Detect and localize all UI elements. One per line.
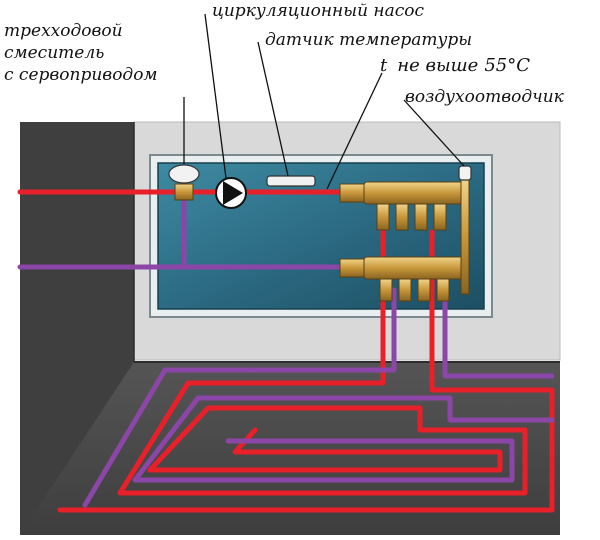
left-wall [20, 122, 134, 535]
supply-outlet [376, 203, 390, 231]
temp-unit: °С [507, 55, 530, 76]
air-vent-cap [458, 165, 472, 181]
supply-manifold-connector [339, 183, 365, 203]
servo-drive [168, 164, 200, 184]
air-vent-label: воздухоотводчик [405, 87, 565, 107]
temp-limit-label: t не выше 55°С [380, 55, 530, 76]
pump-leader-line [204, 13, 227, 179]
mixer-body [174, 183, 194, 201]
temperature-sensor [266, 175, 316, 187]
air-vent-leader-line [403, 99, 465, 167]
return-manifold [339, 256, 470, 302]
mixer-label-line-3: с сервоприводом [4, 65, 158, 85]
return-manifold-connector [339, 258, 365, 278]
return-outlet [417, 278, 431, 302]
supply-manifold [339, 181, 470, 231]
return-outlet [379, 278, 393, 302]
return-manifold-bar [363, 256, 470, 280]
temp-leader-line [326, 72, 383, 190]
return-loop-pipe [82, 287, 397, 508]
supply-outlet [414, 203, 428, 231]
temp-symbol: t [380, 55, 388, 76]
sensor-label: датчик температуры [265, 30, 472, 50]
return-outlet [398, 278, 412, 302]
circulation-pump [215, 177, 247, 209]
air-vent-riser [460, 177, 470, 295]
return-outlets [379, 278, 450, 302]
return-outlet [436, 278, 450, 302]
heating-loops [57, 229, 555, 513]
sensor-body [266, 175, 316, 187]
air-vent [458, 165, 472, 295]
supply-outlet [433, 203, 447, 231]
supply-loop-pipe-2 [57, 229, 555, 513]
pump-label: циркуляционный насос [212, 1, 425, 21]
leader-lines [183, 13, 465, 190]
supply-outlet [395, 203, 409, 231]
labels: трехходовой смеситель с сервоприводом ци… [4, 1, 565, 107]
supply-loop-pipe [117, 229, 528, 496]
mixer-label-line-1: трехходовой [4, 21, 123, 41]
supply-outlets [376, 203, 447, 231]
three-way-mixer [168, 164, 200, 201]
sensor-leader-line [257, 41, 289, 177]
pump-arrow-icon [223, 181, 243, 205]
return-loop-pipe-2 [442, 287, 555, 379]
return-loop-pipe-3 [132, 395, 555, 483]
mixer-label-line-2: смеситель [4, 43, 104, 63]
supply-manifold-bar [363, 181, 470, 205]
temp-text: не выше [397, 55, 478, 76]
temp-value: 55 [484, 55, 507, 76]
